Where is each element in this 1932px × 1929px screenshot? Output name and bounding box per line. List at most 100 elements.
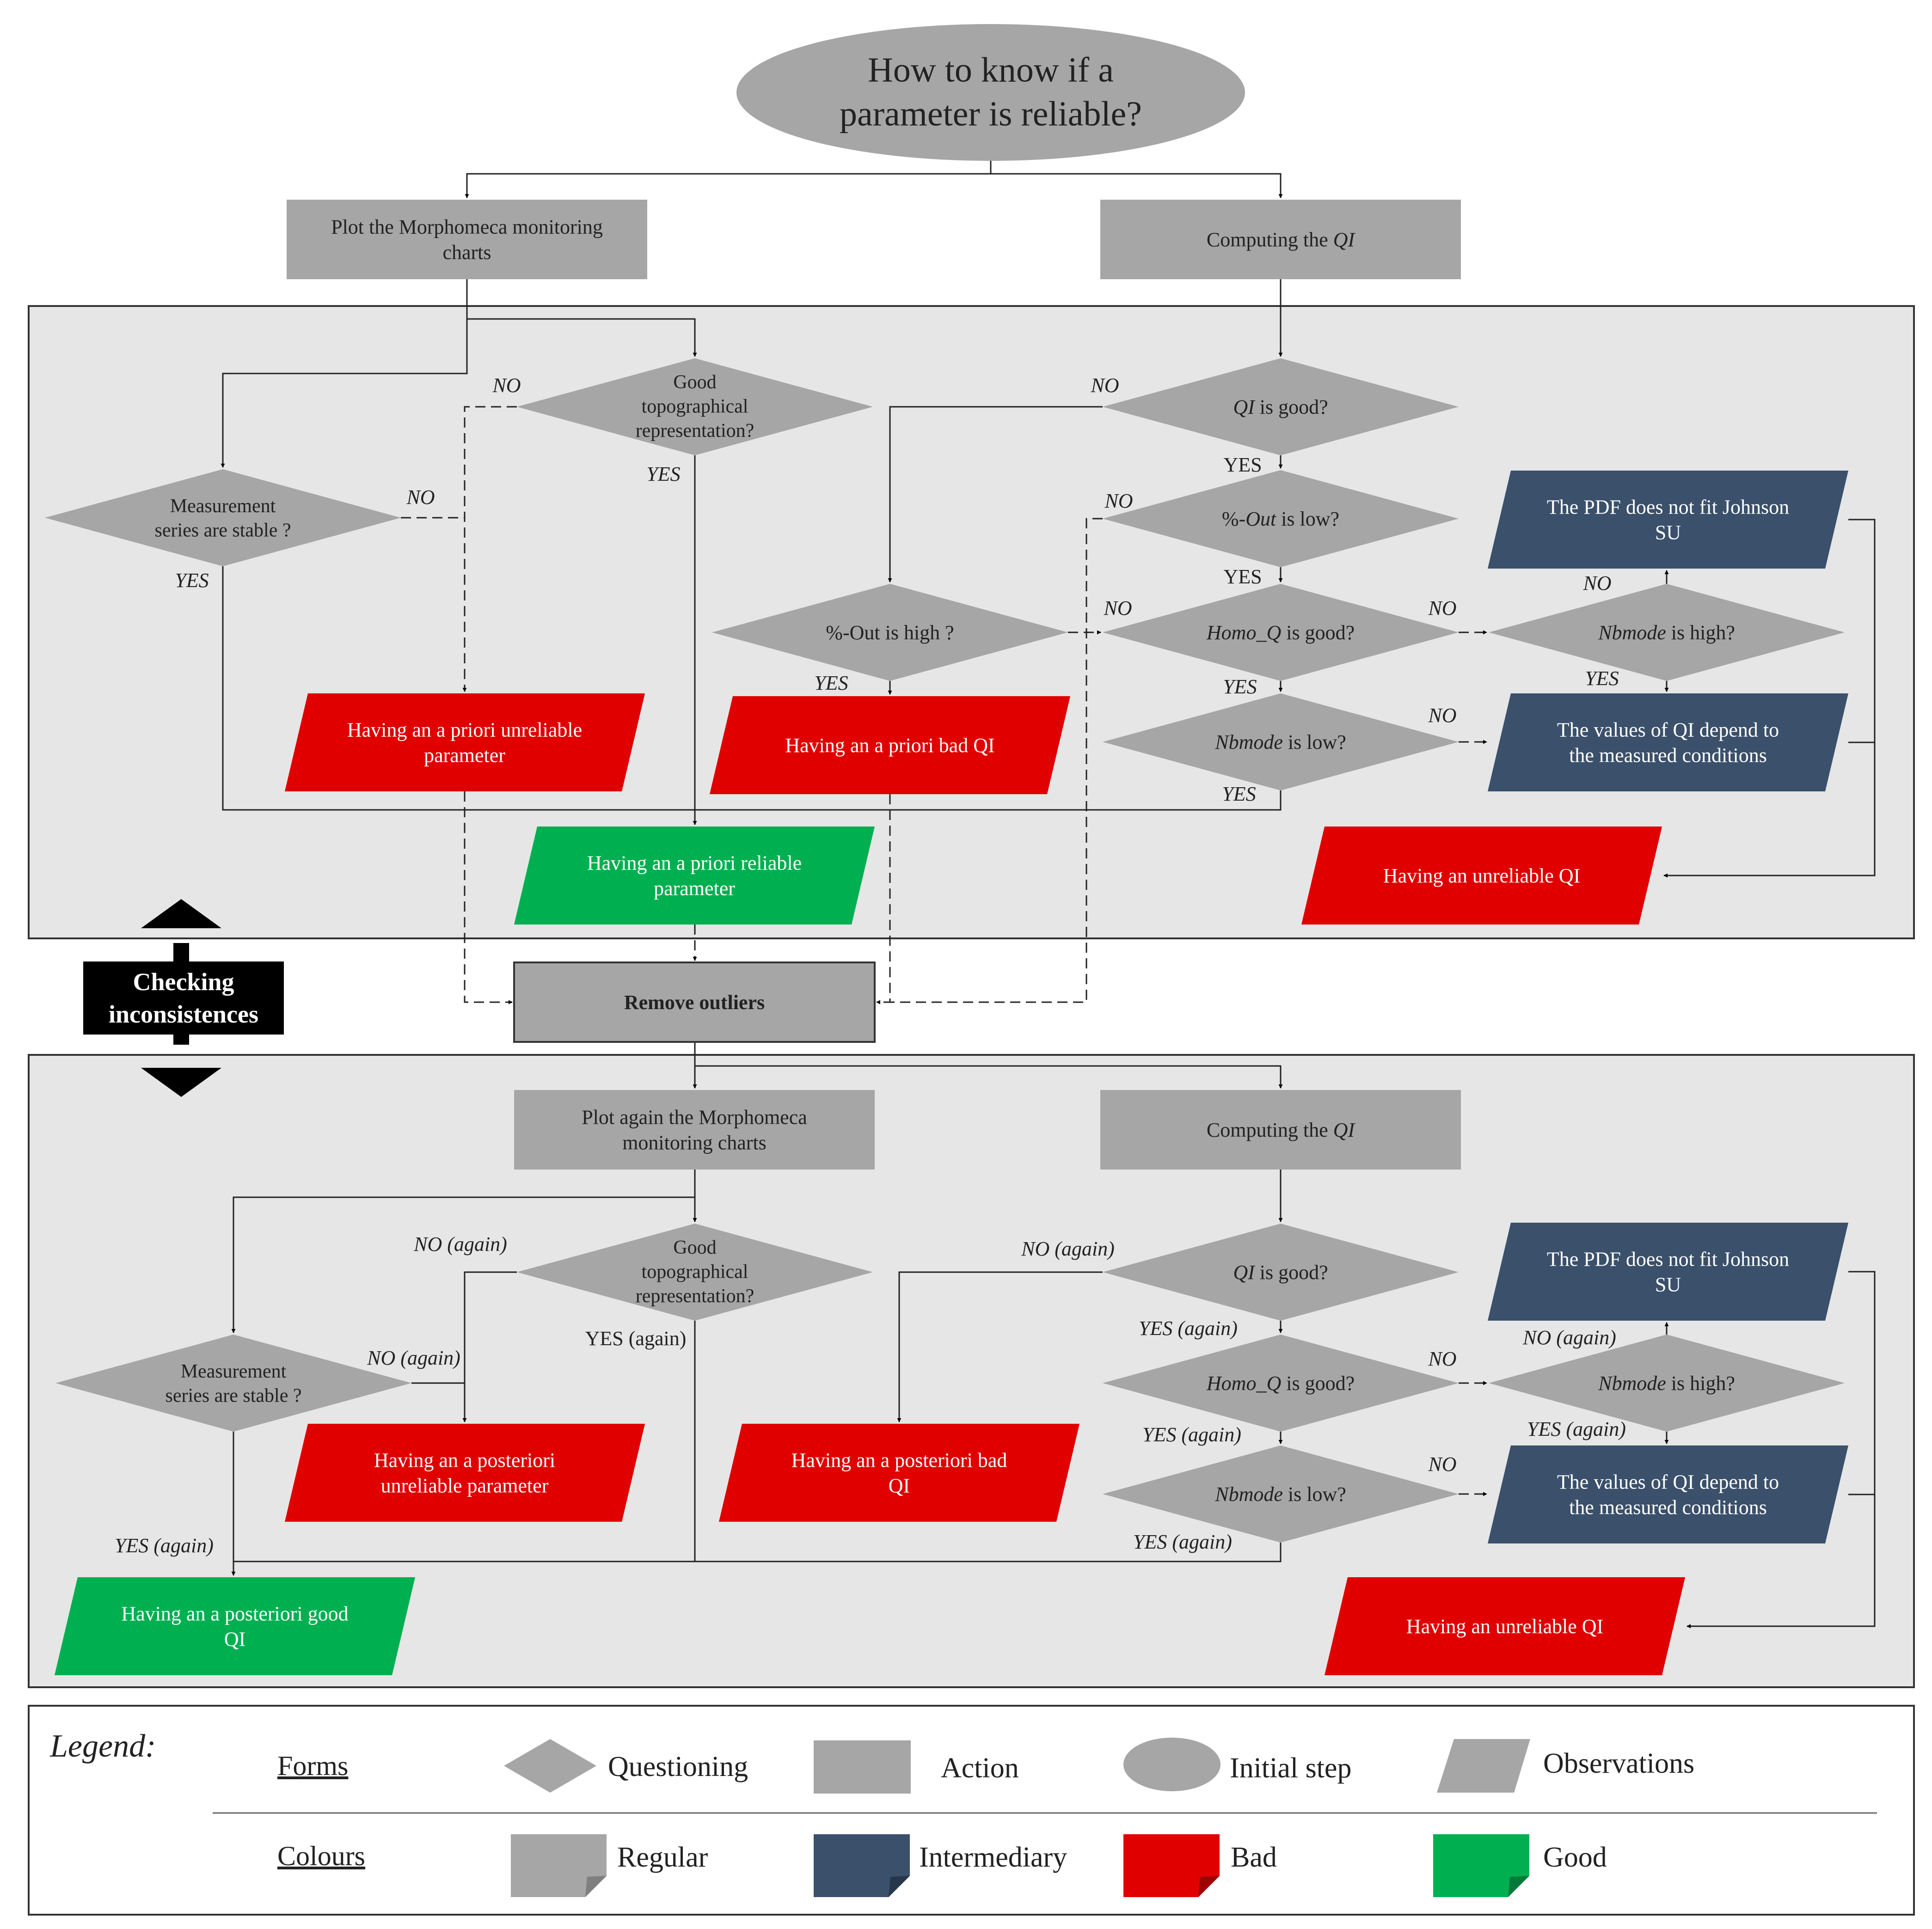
qi-good-again-question[interactable] [1103, 1224, 1459, 1321]
unreliable-param-label-line2: parameter [424, 744, 505, 766]
meas-stable-again-label-line2: series are stable ? [165, 1385, 301, 1407]
label-meas-no: NO [406, 486, 435, 508]
homo-good-again-label-run1: Homo_Q [1206, 1372, 1281, 1395]
pdf-fit-observation[interactable] [1488, 471, 1848, 569]
plot-charts-action[interactable] [287, 200, 647, 279]
legend-title: Legend: [49, 1728, 156, 1764]
nbmode-low-again-question[interactable] [1103, 1445, 1459, 1543]
pdf-fit-again-label-line1: The PDF does not fit Johnson [1547, 1248, 1789, 1270]
legend-initial: Initial step [1230, 1752, 1351, 1784]
homo-good-label-run1: Homo_Q [1206, 621, 1281, 644]
out-high-label: %-Out is high ? [826, 621, 954, 644]
unreliable-param-observation[interactable] [285, 693, 645, 791]
unreliable-qi-observation[interactable] [1301, 827, 1662, 925]
qi-good-again-label-run2: is good? [1255, 1261, 1328, 1284]
out-low-question[interactable] [1103, 470, 1459, 567]
qi-good-label: QI is good? [1233, 396, 1328, 418]
bad-qi-observation[interactable] [710, 696, 1070, 794]
qi-depend-again-observation[interactable] [1488, 1445, 1848, 1543]
legend-forms: Forms [277, 1751, 348, 1781]
legend-intermediary: Intermediary [919, 1842, 1067, 1873]
conn-outlow-no [876, 518, 1103, 1004]
label-qi-no: NO [1090, 374, 1119, 397]
label-homo-again-yes: YES (again) [1142, 1423, 1241, 1446]
label-nblow-again-yes: YES (again) [1133, 1531, 1232, 1553]
conn-topo-no [462, 406, 517, 692]
nbmode-high-label-run1: Nbmode [1598, 621, 1666, 644]
plot-again-action[interactable] [514, 1090, 875, 1170]
unreliable-param-again-label-line2: unreliable parameter [381, 1474, 549, 1497]
label-qi-yes: YES [1223, 453, 1262, 476]
initial-step-ellipse[interactable] [736, 24, 1245, 161]
homo-good-question[interactable] [1103, 584, 1459, 681]
label-nblow-no: NO [1428, 704, 1456, 727]
conn-meas-yes [222, 566, 695, 811]
meas-stable-again-question[interactable] [55, 1335, 411, 1432]
good-topo-label-line2: topographical [642, 396, 748, 417]
unreliable-qi-again-observation[interactable] [1325, 1577, 1685, 1675]
label-outhigh-no: NO [1103, 597, 1132, 619]
unreliable-param-label-line1: Having an a priori unreliable [347, 718, 582, 741]
legend-regular: Regular [617, 1842, 708, 1873]
label-nbhigh-no: NO [1582, 572, 1611, 594]
label-meas-again-no: NO (again) [367, 1347, 460, 1369]
good-topo-question[interactable] [517, 358, 873, 455]
plot-again-label-line1: Plot again the Morphomeca [582, 1106, 807, 1128]
legend-colours: Colours [277, 1841, 365, 1871]
checking-line2: inconsistences [109, 1000, 258, 1028]
compute-qi-again-label-run1: Computing the [1207, 1119, 1333, 1141]
meas-stable-question[interactable] [45, 469, 401, 566]
pdf-fit-again-observation[interactable] [1488, 1223, 1848, 1321]
nbmode-low-again-label: Nbmode is low? [1214, 1483, 1346, 1506]
remove-outliers-action[interactable] [513, 961, 876, 1043]
legend-bad: Bad [1231, 1842, 1277, 1873]
legend-good-icon [1433, 1834, 1529, 1897]
homo-good-again-question[interactable] [1103, 1335, 1459, 1432]
bad-qi-again-label-line2: QI [889, 1474, 910, 1497]
nbmode-high-label: Nbmode is high? [1598, 621, 1735, 644]
conn-qigood-no [888, 406, 1103, 582]
compute-qi-action[interactable] [1100, 200, 1461, 279]
good-topo-again-question[interactable] [517, 1224, 873, 1321]
conn-qigood-again-no [897, 1271, 1103, 1422]
unreliable-param-again-observation[interactable] [285, 1424, 645, 1522]
label-homo-again-no: NO [1428, 1347, 1456, 1370]
bad-qi-again-observation[interactable] [719, 1424, 1079, 1522]
bad-qi-again-label-line1: Having an a posteriori bad [791, 1449, 1007, 1471]
conn-pdf-unreliable [1663, 519, 1876, 878]
pdf-fit-label-line2: SU [1655, 521, 1681, 544]
reliable-param-observation[interactable] [514, 827, 875, 925]
qi-good-label-run2: is good? [1255, 396, 1328, 418]
conn-badqi-remove [877, 794, 891, 1003]
nbmode-low-again-label-run1: Nbmode [1214, 1483, 1283, 1506]
conn-topo-again-no [462, 1271, 517, 1422]
unreliable-qi-label: Having an unreliable QI [1383, 864, 1580, 887]
legend-regular-fold [585, 1876, 607, 1897]
nbmode-high-again-label: Nbmode is high? [1598, 1372, 1735, 1395]
conn-remove-compute [695, 1065, 1283, 1089]
legend-observations-icon [1437, 1739, 1530, 1793]
qi-depend-observation[interactable] [1488, 693, 1848, 791]
conn-plot-meas [221, 319, 468, 468]
nbmode-high-again-label-run1: Nbmode [1598, 1372, 1666, 1395]
good-topo-again-label-line3: representation? [636, 1286, 754, 1307]
good-topo-label-line1: Good [673, 372, 716, 393]
nbmode-low-question[interactable] [1103, 693, 1459, 790]
legend-intermediary-icon [814, 1834, 910, 1897]
nbmode-high-question[interactable] [1489, 584, 1845, 681]
qi-good-question[interactable] [1103, 358, 1459, 455]
good-qi-again-label-line2: QI [224, 1628, 245, 1650]
homo-good-again-label: Homo_Q is good? [1206, 1372, 1355, 1395]
nbmode-low-label-run1: Nbmode [1214, 731, 1283, 753]
nbmode-low-label: Nbmode is low? [1214, 731, 1346, 753]
legend: Legend: Forms Colours Questioning Action… [49, 1728, 1877, 1897]
meas-stable-again-label-line1: Measurement [181, 1361, 287, 1382]
good-qi-again-observation[interactable] [55, 1577, 415, 1675]
out-low-label-run2: Out [1245, 508, 1277, 530]
legend-intermediary-fold [889, 1876, 910, 1897]
nbmode-high-again-question[interactable] [1489, 1335, 1845, 1432]
label-topo-again-no: NO (again) [413, 1233, 507, 1255]
compute-qi-again-action[interactable] [1100, 1090, 1461, 1170]
out-high-question[interactable] [712, 584, 1068, 681]
